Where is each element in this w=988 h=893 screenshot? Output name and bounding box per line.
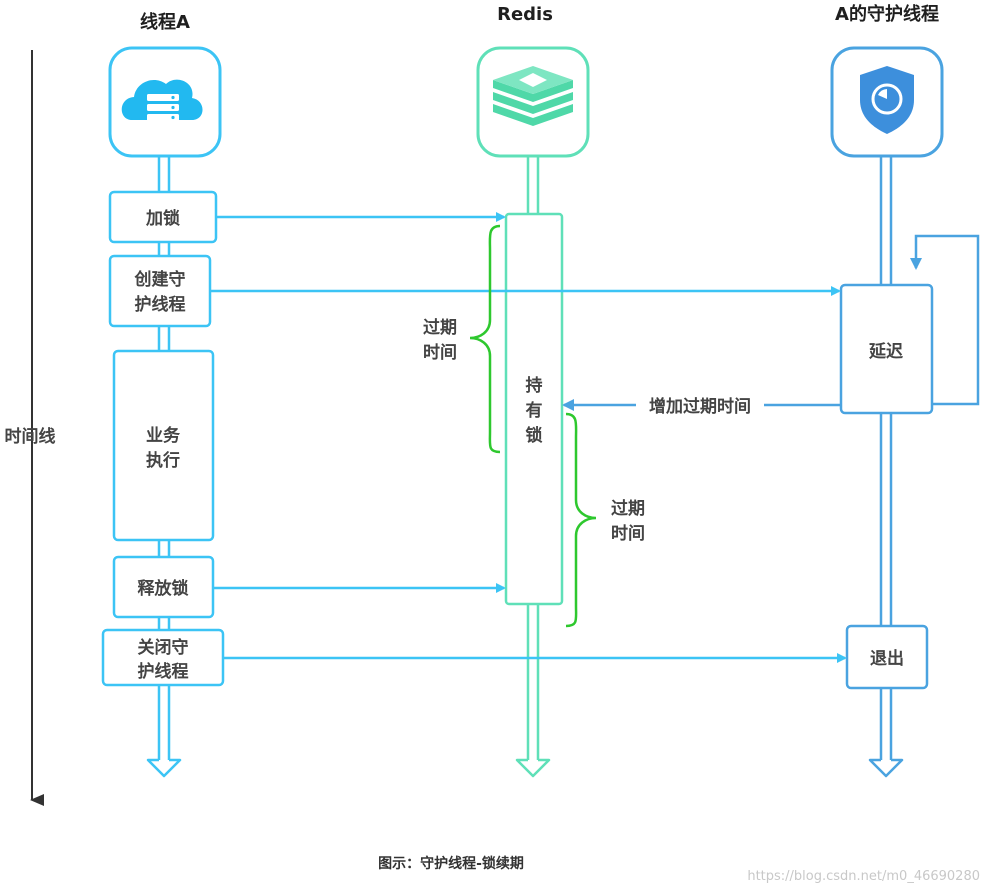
expire-brace-right: 过期 时间: [565, 412, 645, 628]
create-guard-label-line1: 创建守: [134, 269, 186, 290]
close-guard-label-line2: 护线程: [138, 661, 189, 682]
close-guard-label-line1: 关闭守: [138, 637, 189, 658]
release-step-label: 释放锁: [138, 578, 189, 599]
hold-lock-label-line1: 持: [526, 375, 543, 396]
timeline-label: 时间线: [5, 426, 56, 447]
business-label-line2: 执行: [146, 450, 180, 471]
expire-left-line2: 时间: [423, 342, 457, 363]
lane-header-thread-a: 线程A: [140, 11, 190, 33]
expire-right-line2: 时间: [611, 523, 645, 544]
lock-step-label: 加锁: [145, 208, 180, 229]
lane-header-redis: Redis: [497, 4, 553, 25]
expire-brace-left: 过期 时间: [423, 224, 501, 454]
delay-loop-arrow: [910, 234, 980, 406]
watermark: https://blog.csdn.net/m0_46690280: [747, 869, 980, 884]
business-label-line1: 业务: [146, 425, 181, 446]
exit-step-label: 退出: [870, 648, 904, 669]
hold-lock-label-line3: 锁: [526, 425, 543, 446]
create-guard-step-box: [108, 254, 212, 328]
create-guard-label-line2: 护线程: [135, 294, 186, 315]
redis-lane: 持 有 锁: [476, 46, 590, 778]
expire-left-line1: 过期: [423, 318, 457, 338]
guard-lane: 延迟 退出: [830, 46, 980, 778]
shield-icon: [860, 66, 914, 134]
diagram-caption: 图示：守护线程-锁续期: [378, 855, 524, 872]
delay-step-box: [839, 283, 934, 415]
expire-right-line1: 过期: [611, 499, 645, 519]
thread-a-lane: 加锁 创建守 护线程 业务 执行 释放锁 关闭守 护线程: [101, 46, 225, 778]
hold-lock-label-line2: 有: [526, 400, 543, 421]
exit-step-box: [845, 624, 929, 690]
redis-stack-icon: [493, 66, 573, 126]
delay-step-label: 延迟: [868, 341, 903, 362]
extend-expire-label: 增加过期时间: [649, 396, 751, 417]
message-arrows: 增加过期时间: [210, 212, 847, 663]
lane-header-guard: A的守护线程: [835, 3, 939, 25]
cloud-server-icon: [121, 79, 203, 121]
business-step-box: [112, 349, 215, 542]
timeline: 时间线: [5, 50, 56, 806]
